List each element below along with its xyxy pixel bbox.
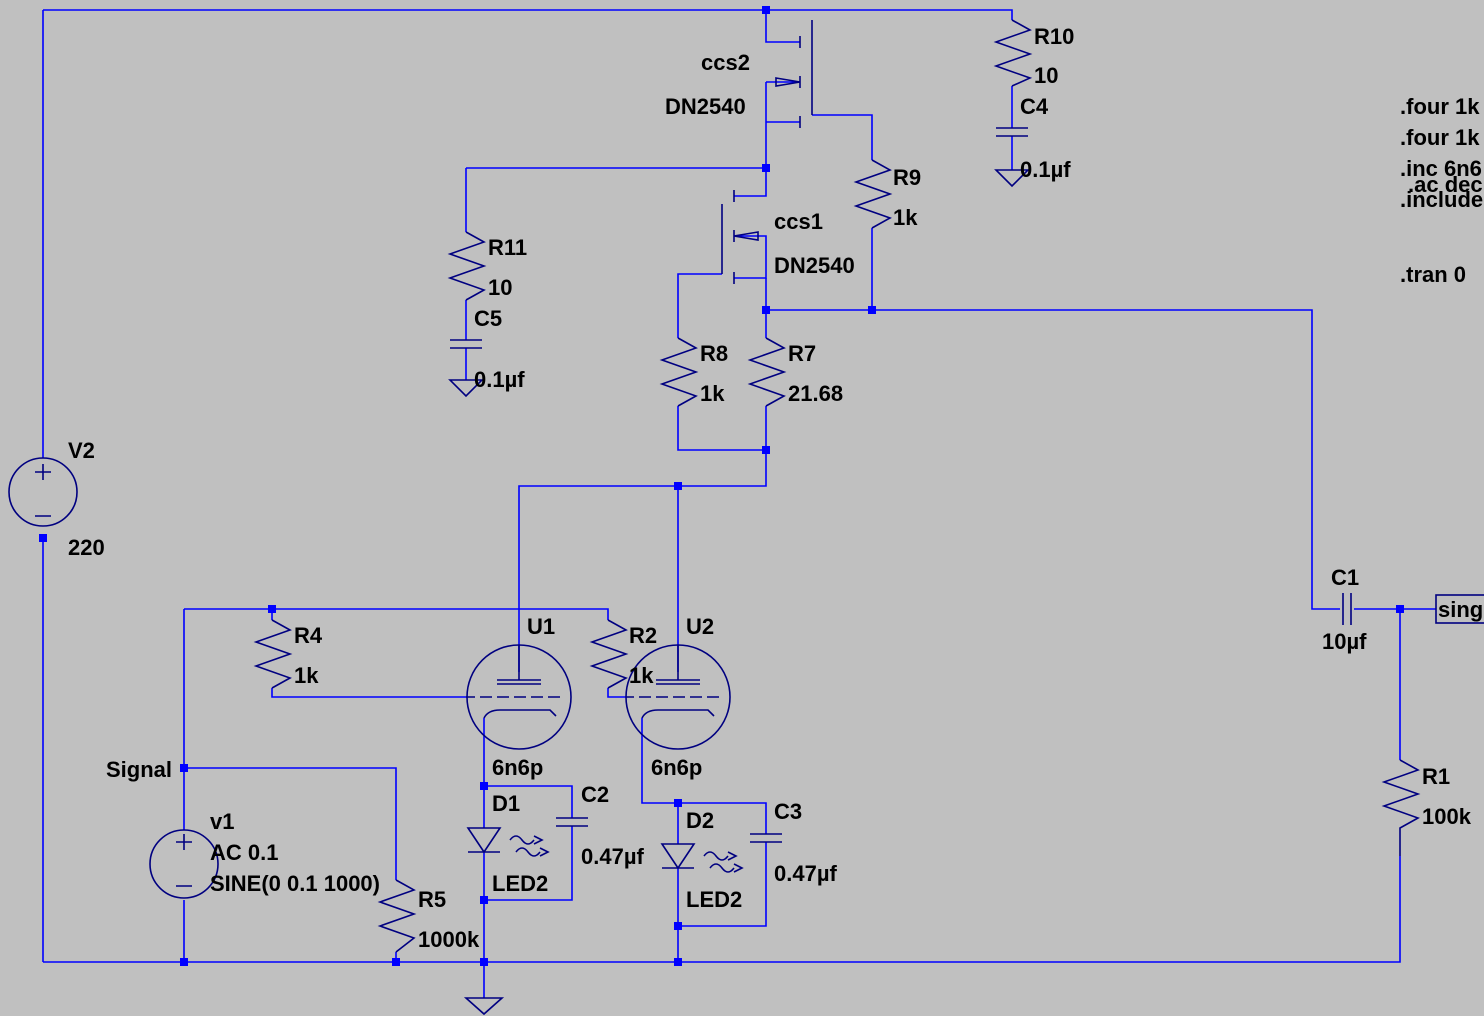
d1-led[interactable]: D1 LED2 bbox=[466, 791, 550, 896]
u2-triode[interactable]: U2 6n6p bbox=[625, 614, 731, 780]
c3-capacitor[interactable]: C3 0.47µf bbox=[750, 799, 837, 886]
r5-resistor[interactable]: R5 1000k bbox=[377, 879, 480, 953]
v1-name: v1 bbox=[210, 809, 234, 834]
r8-name: R8 bbox=[700, 341, 728, 366]
r7-resistor[interactable]: R7 21.68 bbox=[747, 337, 843, 407]
r7-name: R7 bbox=[788, 341, 816, 366]
junction-dots bbox=[39, 6, 1404, 966]
ccs2-mosfet[interactable]: ccs2 DN2540 bbox=[665, 20, 813, 128]
r1-name: R1 bbox=[1422, 764, 1450, 789]
v2-voltage-source[interactable]: V2 220 bbox=[8, 438, 105, 560]
u1-name: U1 bbox=[527, 614, 555, 639]
ccs2-model: DN2540 bbox=[665, 94, 746, 119]
directive-4: .ac dec bbox=[1408, 172, 1483, 197]
r2-resistor[interactable]: R2 1k bbox=[589, 619, 657, 689]
r9-resistor[interactable]: R9 1k bbox=[853, 159, 921, 230]
c5-value: 0.1µf bbox=[474, 367, 525, 392]
v2-value: 220 bbox=[68, 535, 105, 560]
r4-value: 1k bbox=[294, 663, 319, 688]
spice-directives[interactable]: .four 1k .four 1k .inc 6n6 .ac dec .incl… bbox=[1400, 94, 1483, 287]
r9-value: 1k bbox=[893, 205, 918, 230]
d1-name: D1 bbox=[492, 791, 520, 816]
d2-led[interactable]: D2 LED2 bbox=[660, 808, 744, 912]
u2-name: U2 bbox=[686, 614, 714, 639]
r7-value: 21.68 bbox=[788, 381, 843, 406]
r11-name: R11 bbox=[488, 235, 527, 260]
c4-value: 0.1µf bbox=[1020, 157, 1071, 182]
r8-value: 1k bbox=[700, 381, 725, 406]
d2-model: LED2 bbox=[686, 887, 742, 912]
ground-symbol bbox=[463, 997, 505, 1016]
r5-name: R5 bbox=[418, 887, 446, 912]
v1-sine-value: SINE(0 0.1 1000) bbox=[210, 871, 380, 896]
c2-capacitor[interactable]: C2 0.47µf bbox=[556, 782, 644, 869]
v1-voltage-source[interactable]: v1 AC 0.1 SINE(0 0.1 1000) bbox=[149, 809, 380, 899]
ccs1-name: ccs1 bbox=[774, 209, 823, 234]
net-label-signal[interactable]: Signal bbox=[106, 757, 172, 782]
c1-value: 10µf bbox=[1322, 629, 1367, 654]
r9-name: R9 bbox=[893, 165, 921, 190]
wires bbox=[42, 9, 1436, 998]
signal-label: Signal bbox=[106, 757, 172, 782]
u1-triode[interactable]: U1 6n6p bbox=[466, 614, 572, 780]
out-label: sing bbox=[1438, 597, 1483, 622]
v2-name: V2 bbox=[68, 438, 95, 463]
c4-name: C4 bbox=[1020, 94, 1049, 119]
directive-2: .four 1k bbox=[1400, 125, 1480, 150]
r11-resistor[interactable]: R11 10 bbox=[447, 231, 527, 301]
directive-6: .tran 0 bbox=[1400, 262, 1466, 287]
ccs2-name: ccs2 bbox=[701, 50, 750, 75]
c3-value: 0.47µf bbox=[774, 861, 837, 886]
c3-name: C3 bbox=[774, 799, 802, 824]
u2-model: 6n6p bbox=[651, 755, 702, 780]
ccs1-mosfet[interactable]: ccs1 DN2540 bbox=[721, 190, 855, 284]
c5-capacitor[interactable]: C5 0.1µf bbox=[448, 306, 525, 398]
directive-5: .include bbox=[1400, 187, 1483, 212]
c4-capacitor[interactable]: C4 0.1µf bbox=[994, 94, 1071, 188]
r10-name: R10 bbox=[1034, 24, 1074, 49]
r10-value: 10 bbox=[1034, 63, 1058, 88]
c5-name: C5 bbox=[474, 306, 502, 331]
r8-resistor[interactable]: R8 1k bbox=[659, 337, 728, 407]
r4-name: R4 bbox=[294, 623, 323, 648]
r2-name: R2 bbox=[629, 623, 657, 648]
r1-resistor[interactable]: R1 100k bbox=[1381, 759, 1472, 856]
r10-resistor[interactable]: R10 10 bbox=[993, 19, 1074, 88]
directive-1: .four 1k bbox=[1400, 94, 1480, 119]
c1-name: C1 bbox=[1331, 565, 1359, 590]
c1-capacitor[interactable]: C1 10µf bbox=[1322, 565, 1367, 654]
c2-value: 0.47µf bbox=[581, 844, 644, 869]
d1-model: LED2 bbox=[492, 871, 548, 896]
net-label-out[interactable]: sing bbox=[1435, 594, 1484, 624]
u1-model: 6n6p bbox=[492, 755, 543, 780]
d2-name: D2 bbox=[686, 808, 714, 833]
v1-ac-value: AC 0.1 bbox=[210, 840, 278, 865]
directive-3: .inc 6n6 bbox=[1400, 156, 1482, 181]
ccs1-model: DN2540 bbox=[774, 253, 855, 278]
c2-name: C2 bbox=[581, 782, 609, 807]
r5-value: 1000k bbox=[418, 927, 480, 952]
r2-value: 1k bbox=[629, 663, 654, 688]
r1-value: 100k bbox=[1422, 804, 1472, 829]
r11-value: 10 bbox=[488, 275, 512, 300]
r4-resistor[interactable]: R4 1k bbox=[253, 619, 323, 689]
